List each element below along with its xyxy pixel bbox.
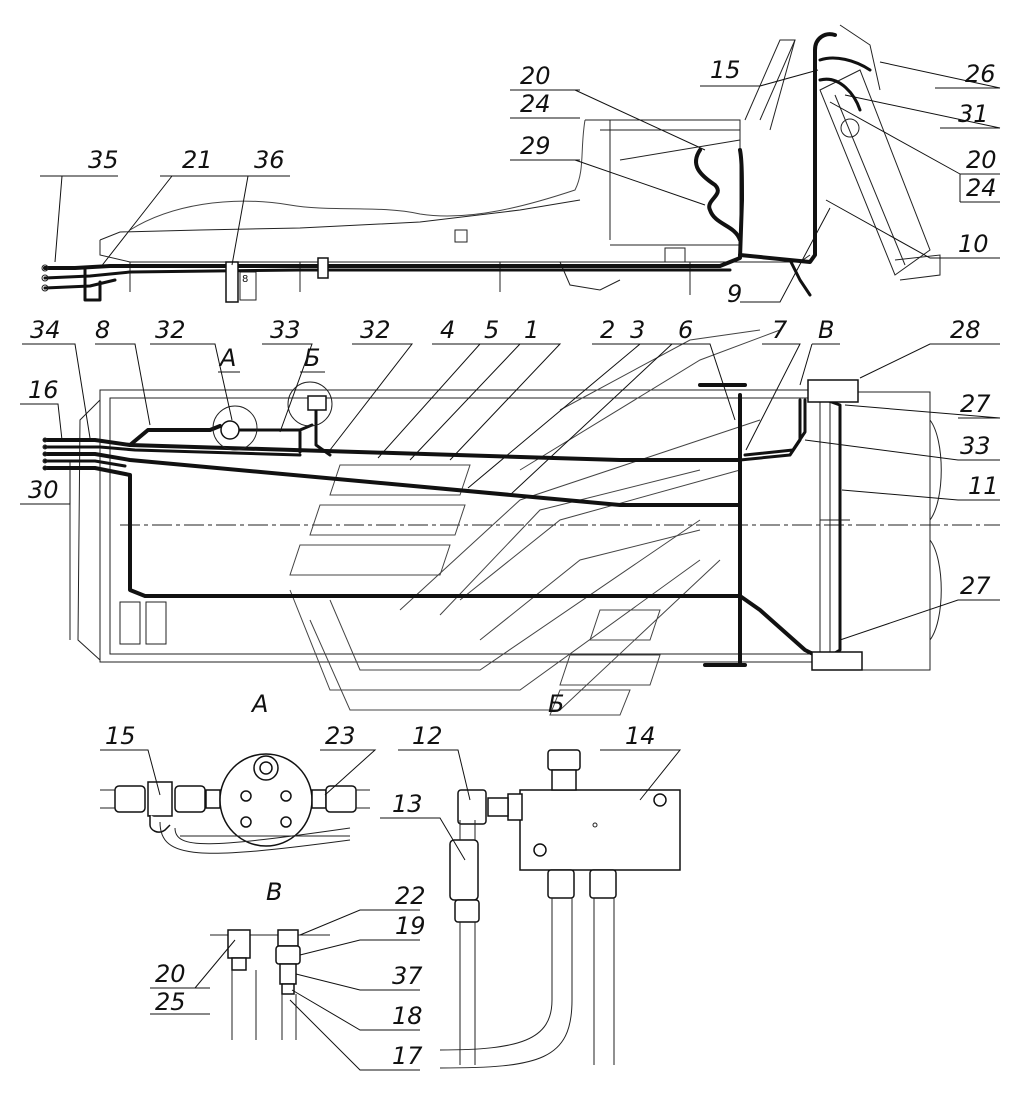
- callout-36: 36: [254, 146, 285, 174]
- callout-A: А: [218, 344, 236, 372]
- callout-34: 34: [30, 316, 61, 344]
- detail-b-callout-13: 13: [392, 790, 423, 818]
- callout-3: 3: [630, 316, 645, 344]
- callout-30: 30: [28, 476, 59, 504]
- detail-b: Б 12 14 13: [380, 690, 682, 1069]
- callout-6: 6: [678, 316, 693, 344]
- callout-31: 31: [958, 100, 989, 128]
- callout-11: 11: [968, 472, 999, 500]
- callout-B: Б: [304, 344, 320, 372]
- detail-a-callout-23: 23: [325, 722, 356, 750]
- detail-v: В 22 19 20 25 37 18 17: [150, 878, 426, 1071]
- detail-b-title: Б: [548, 690, 564, 718]
- callout-1: 1: [524, 316, 539, 344]
- callout-24a: 24: [520, 90, 551, 118]
- callout-7: 7: [772, 316, 788, 344]
- callout-32b: 32: [360, 316, 391, 344]
- callout-V: В: [818, 316, 834, 344]
- callout-32a: 32: [155, 316, 186, 344]
- callout-33b: 33: [960, 432, 991, 460]
- callout-20a: 20: [520, 62, 551, 90]
- detail-a-title: А: [250, 690, 268, 718]
- callout-20b: 20: [966, 146, 997, 174]
- detail-b-callout-12: 12: [412, 722, 443, 750]
- detail-a-callout-15: 15: [105, 722, 136, 750]
- plan-view-callouts: 34 8 32 А 33 Б 32 4 5 1 2 3 6 7 В 28 16 …: [20, 316, 1001, 641]
- callout-2: 2: [600, 316, 615, 344]
- callout-33a: 33: [270, 316, 301, 344]
- detail-v-callout-19: 19: [395, 912, 426, 940]
- callout-4: 4: [440, 316, 455, 344]
- small-mark: 8: [242, 274, 248, 285]
- detail-v-callout-22: 22: [395, 882, 426, 910]
- callout-27b: 27: [960, 572, 991, 600]
- callout-16: 16: [28, 376, 59, 404]
- callout-21: 21: [182, 146, 213, 174]
- callout-10: 10: [958, 230, 989, 258]
- detail-v-callout-37: 37: [392, 962, 423, 990]
- callout-27a: 27: [960, 390, 991, 418]
- callout-15: 15: [710, 56, 741, 84]
- side-view-callouts: 35 21 36 20 24 29 15 26 31 20 24 10 9: [40, 56, 1001, 308]
- detail-v-title: В: [266, 878, 282, 906]
- callout-5: 5: [484, 316, 499, 344]
- callout-26: 26: [965, 60, 996, 88]
- detail-b-callout-14: 14: [625, 722, 656, 750]
- callout-35: 35: [88, 146, 119, 174]
- callout-9: 9: [727, 280, 742, 308]
- side-view: 8: [41, 24, 941, 303]
- callout-29: 29: [520, 132, 551, 160]
- plan-view: [42, 329, 1000, 716]
- detail-v-callout-18: 18: [392, 1002, 423, 1030]
- detail-a: А 15 23: [100, 690, 377, 854]
- detail-v-callout-20: 20: [155, 960, 186, 988]
- detail-v-callout-25: 25: [155, 988, 186, 1016]
- detail-v-callout-17: 17: [392, 1042, 423, 1070]
- callout-24b: 24: [966, 174, 997, 202]
- callout-28: 28: [950, 316, 981, 344]
- callout-8: 8: [95, 316, 110, 344]
